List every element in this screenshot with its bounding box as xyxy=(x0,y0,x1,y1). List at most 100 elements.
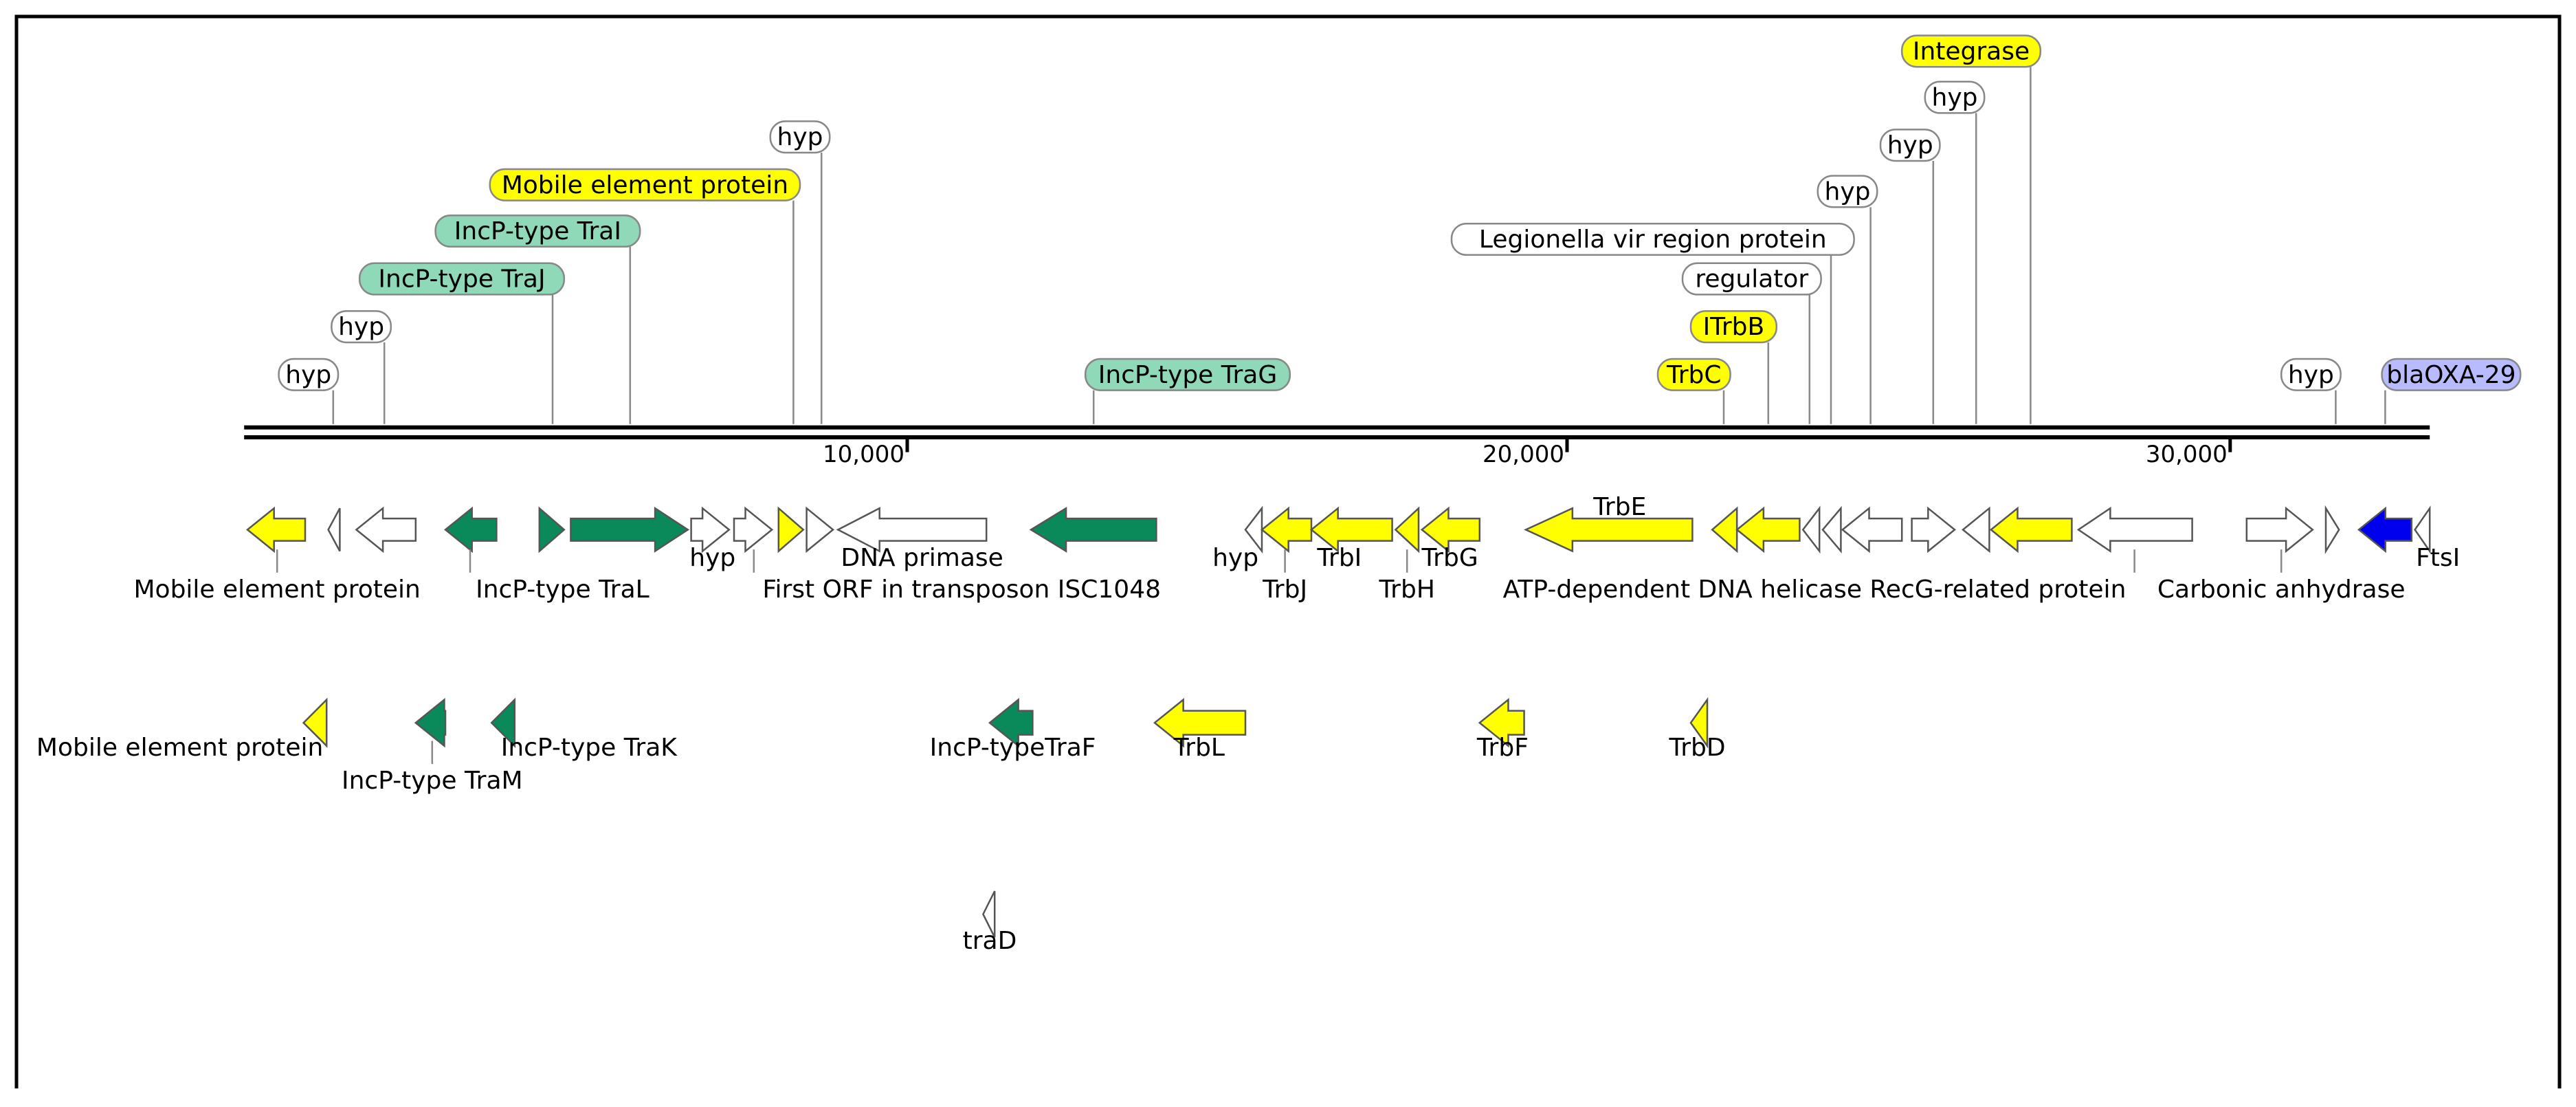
gene-arrow-itrbb xyxy=(1735,506,1801,554)
top-label-badge xyxy=(1689,310,1778,344)
top-label-hyp: hyp xyxy=(285,361,331,389)
gene-arrow-carbonic-anhydrase xyxy=(2245,506,2314,554)
bottom-label-atp-dependent-dna-helicase-recg-related-protein: ATP-dependent DNA helicase RecG-related … xyxy=(1503,576,2127,604)
top-label-badge xyxy=(1681,262,1822,296)
top-label-badge xyxy=(1656,358,1731,391)
gene-arrow-trad xyxy=(982,890,996,938)
top-label-badge xyxy=(1084,358,1291,391)
top-label-itrbb: ITrbB xyxy=(1703,313,1765,341)
bottom-label-mobile-element-protein: Mobile element protein xyxy=(133,576,420,604)
top-label-badge xyxy=(358,262,566,296)
gene-arrow-mobile-element-protein xyxy=(302,697,328,748)
top-label-badge xyxy=(1924,80,1986,114)
gene-arrow-ftsi xyxy=(2414,505,2431,554)
gene-arrow-hyp xyxy=(327,507,341,552)
top-label-blaoxa-29: blaOXA-29 xyxy=(2386,361,2516,389)
top-label-badge xyxy=(278,358,340,391)
bottom-label-incp-type-tral: IncP-type TraL xyxy=(476,576,649,604)
top-label-mobile-element-protein: Mobile element protein xyxy=(502,171,788,199)
top-label-badge xyxy=(434,214,641,248)
gene-arrow-hyp xyxy=(2324,505,2340,555)
gene-arrow-hyp xyxy=(690,506,731,554)
bottom-label-trbi: TrbI xyxy=(1316,544,1362,572)
gene-arrow-trbc xyxy=(1711,506,1738,554)
top-label-badge xyxy=(331,310,392,344)
bottom-label-trbh: TrbH xyxy=(1378,576,1434,604)
top-label-badge xyxy=(489,168,801,201)
top-label-badge xyxy=(2280,358,2342,391)
gene-arrow-dna-primase xyxy=(836,507,988,553)
bottom-label-mobile-element-protein: Mobile element protein xyxy=(36,734,323,762)
gene-arrow-trbe xyxy=(1524,507,1694,553)
gene-arrow-incp-type-tram xyxy=(414,697,447,748)
gene-arrow-regulator xyxy=(1801,505,1821,554)
top-label-incp-type-trag: IncP-type TraG xyxy=(1098,361,1277,389)
top-label-badge xyxy=(1879,129,1941,162)
bottom-label-incp-type-trak: IncP-type TraK xyxy=(501,734,678,762)
gene-arrow-hyp xyxy=(806,506,834,554)
gene-arrow-hyp xyxy=(1962,506,1990,554)
gene-arrow-trbf xyxy=(1478,697,1525,748)
bottom-label-carbonic-anhydrase: Carbonic anhydrase xyxy=(2157,576,2406,604)
gene-arrow-trbl xyxy=(1153,697,1247,748)
bottom-label-incp-type-tram: IncP-type TraM xyxy=(342,767,523,795)
gene-arrow-trbh xyxy=(1394,506,1420,554)
gene-arrow-integrase xyxy=(1989,506,2073,554)
gene-arrow-hyp xyxy=(1244,505,1263,554)
top-label-legionella-vir-region-protein: Legionella vir region protein xyxy=(1479,226,1827,254)
top-label-badge xyxy=(1450,222,1855,256)
gene-arrow-hyp xyxy=(1911,506,1956,554)
top-label-hyp: hyp xyxy=(2288,361,2334,389)
bottom-label-trbf: TrbF xyxy=(1476,734,1529,762)
gene-arrow-incp-type-tral xyxy=(444,506,498,554)
gene-arrow-incp-type-trag xyxy=(1029,506,1157,553)
bottom-label-trbg: TrbG xyxy=(1421,544,1478,572)
top-label-hyp: hyp xyxy=(1887,131,1933,160)
gene-arrow-incp-type-trai xyxy=(570,506,690,553)
gene-arrow-trbg xyxy=(1420,506,1481,554)
gene-arrow-incp-type-traj xyxy=(538,506,566,554)
bottom-label-trbd: TrbD xyxy=(1669,734,1726,762)
bottom-label-trbl: TrbL xyxy=(1173,734,1225,762)
top-label-integrase: Integrase xyxy=(1913,37,2030,65)
bottom-label-trad: traD xyxy=(963,927,1017,955)
bottom-label-dna-primase: DNA primase xyxy=(841,544,1003,572)
gene-arrow-legionella-vir-region-protein xyxy=(1821,505,1842,554)
bottom-label-trbj: TrbJ xyxy=(1262,576,1307,604)
gene-arrow-mobile-element-protein xyxy=(246,506,307,554)
gene-arrow-hyp xyxy=(733,506,774,554)
gene-arrow-atp-dependent-dna-helicase-recg-related-protein xyxy=(1841,506,1903,554)
top-label-incp-type-trai: IncP-type TraI xyxy=(454,217,621,245)
top-label-incp-type-traj: IncP-type TraJ xyxy=(378,265,545,294)
gene-arrow-incp-typetraf xyxy=(988,697,1034,748)
gene-arrow-mobile-element-protein xyxy=(777,506,805,554)
bottom-label-incp-typetraf: IncP-typeTraF xyxy=(930,734,1096,762)
bottom-label-hyp: hyp xyxy=(1212,544,1258,572)
top-label-trbc: TrbC xyxy=(1666,361,1722,389)
gene-arrow-incp-type-trak xyxy=(490,697,516,748)
figure-frame xyxy=(14,14,2562,1088)
bottom-label-first-orf-in-transposon-isc1048: First ORF in transposon ISC1048 xyxy=(762,576,1161,604)
top-label-hyp: hyp xyxy=(1932,84,1978,112)
gene-arrow-trbi xyxy=(1310,506,1393,554)
gene-arrow-trbj xyxy=(1261,506,1313,554)
top-label-badge xyxy=(1900,34,2042,68)
top-label-badge xyxy=(769,120,831,154)
gene-arrow-carbonic-anhydrase xyxy=(2076,506,2193,553)
bottom-label-hyp: hyp xyxy=(689,544,735,572)
top-label-badge xyxy=(1817,175,1878,208)
scale-tick-label: 10,000 xyxy=(823,441,904,468)
gene-label-trbe-inline: TrbE xyxy=(1592,493,1646,521)
gene-arrow-trbd xyxy=(1689,697,1709,749)
top-label-hyp: hyp xyxy=(777,123,823,151)
gene-arrow-blaoxa-29 xyxy=(2357,506,2413,554)
top-label-regulator: regulator xyxy=(1695,265,1808,294)
scale-tick-label: 30,000 xyxy=(2146,441,2228,468)
top-label-hyp: hyp xyxy=(1825,177,1871,206)
gene-arrow-hyp xyxy=(355,506,417,554)
scale-tick-label: 20,000 xyxy=(1483,441,1564,468)
top-label-hyp: hyp xyxy=(338,313,384,341)
top-label-badge xyxy=(2381,358,2522,391)
